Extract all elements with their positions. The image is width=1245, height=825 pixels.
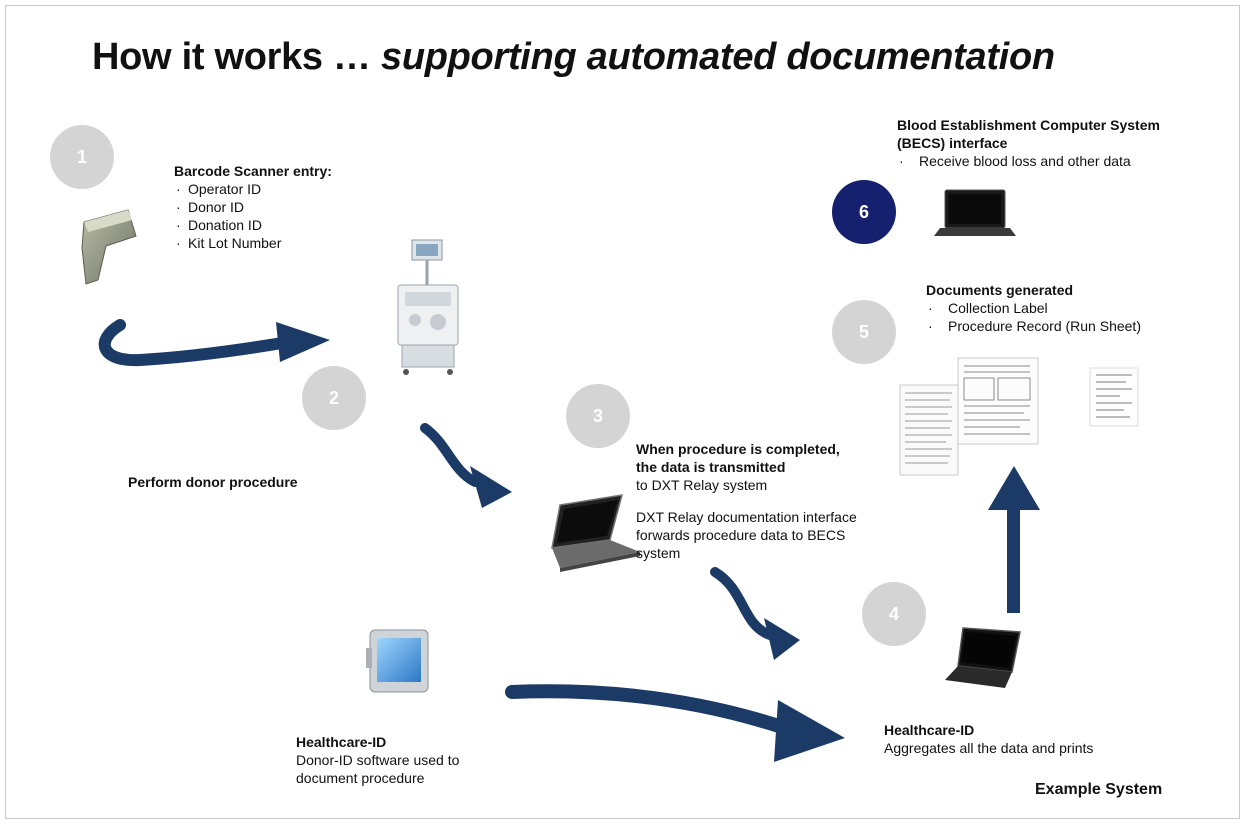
step-2-circle: 2 [302,366,366,430]
documents-icon [899,357,1139,476]
title-main: How it works … [92,36,381,78]
step-3-heading-2: the data is transmitted [636,459,786,475]
barcode-scanner-icon [81,209,137,285]
step-3-line-3: to DXT Relay system [636,477,768,493]
step-3-para-2: forwards procedure data to BECS [636,527,846,543]
step-1-heading: Barcode Scanner entry: [174,163,332,179]
step-4-heading: Healthcare-ID [884,722,975,738]
step-6-heading-1: Blood Establishment Computer System [897,117,1160,133]
step-3-para-3: system [636,545,681,561]
step-3-heading-1: When procedure is completed, [636,441,840,457]
step-3-circle: 3 [566,384,630,448]
example-system-label: Example System [1035,781,1163,798]
laptop-3-icon [551,494,640,572]
tablet-icon [366,629,429,693]
step-5-item: Collection Label [926,299,1141,317]
step-6-list: Receive blood loss and other data [897,152,1160,170]
step-5-list: Collection Label Procedure Record (Run S… [926,299,1141,335]
step-1-circle: 1 [50,125,114,189]
step-1-item: Operator ID [174,180,332,198]
step-1-item: Kit Lot Number [174,234,332,252]
step-1-item: Donor ID [174,198,332,216]
arrow-3-to-4 [710,567,800,660]
step-6-heading-2: (BECS) interface [897,135,1008,151]
step-6-item: Receive blood loss and other data [897,152,1160,170]
step-1-list: Operator ID Donor ID Donation ID Kit Lot… [174,180,332,252]
arrow-1-to-2 [98,319,330,367]
arrow-tablet-to-4 [505,684,845,762]
healthcare-left-line-2: document procedure [296,770,425,786]
step-6-circle: 6 [832,180,896,244]
step-4-text: Healthcare-ID Aggregates all the data an… [884,721,1093,757]
step-5-item: Procedure Record (Run Sheet) [926,317,1141,335]
slide-title: How it works … supporting automated docu… [92,36,1055,79]
laptop-6-icon [934,189,1016,236]
healthcare-left-line-1: Donor-ID software used to [296,752,460,768]
step-4-line: Aggregates all the data and prints [884,740,1094,756]
arrow-2-to-3 [420,423,512,508]
apheresis-machine-icon [397,239,459,375]
laptop-4-icon [945,627,1021,688]
step-6-text: Blood Establishment Computer System (BEC… [897,116,1160,170]
arrow-4-to-5 [988,466,1040,613]
step-1-item: Donation ID [174,216,332,234]
step-3-text: When procedure is completed, the data is… [636,440,857,562]
step-5-circle: 5 [832,300,896,364]
healthcare-left-text: Healthcare-ID Donor-ID software used to … [296,733,459,787]
step-5-text: Documents generated Collection Label Pro… [926,281,1141,335]
step-3-para-1: DXT Relay documentation interface [636,509,857,525]
step-2-label: Perform donor procedure [128,474,298,490]
title-italic: supporting automated documentation [380,36,1055,78]
step-4-circle: 4 [862,582,926,646]
step-1-text: Barcode Scanner entry: Operator ID Donor… [174,162,332,252]
step-5-heading: Documents generated [926,282,1074,298]
healthcare-left-heading: Healthcare-ID [296,734,387,750]
